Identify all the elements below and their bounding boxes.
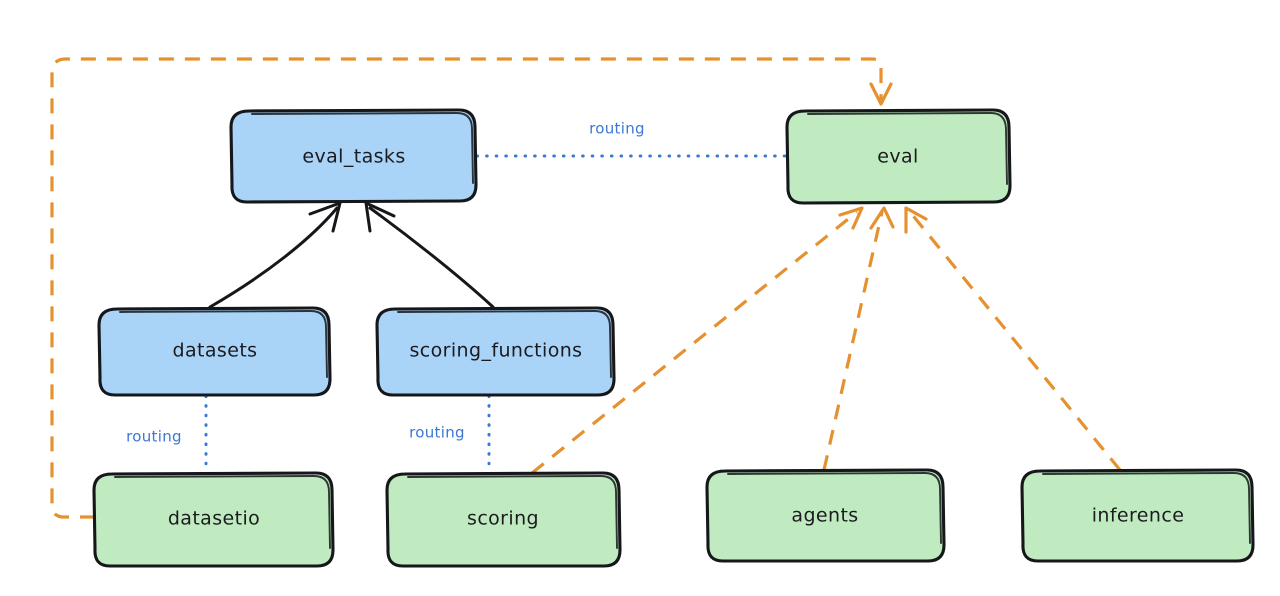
edge-inference-eval	[904, 206, 1122, 472]
node-inference[interactable]: inference	[1020, 468, 1255, 563]
node-label-inference: inference	[1092, 505, 1185, 527]
node-scoring_functions[interactable]: scoring_functions	[375, 306, 616, 397]
node-label-eval_tasks: eval_tasks	[302, 146, 405, 168]
edge-scoring-eval	[530, 206, 864, 475]
edge-scoring_functions-eval_tasks	[364, 201, 495, 309]
edge-datasets-datasetio: routing	[126, 394, 208, 473]
node-label-scoring_functions: scoring_functions	[410, 340, 583, 362]
node-label-eval: eval	[877, 146, 918, 168]
edge-eval_tasks-eval: routing	[475, 120, 788, 158]
edge-label-routing-scoring: routing	[409, 424, 465, 442]
node-label-scoring: scoring	[467, 508, 539, 530]
edge-datasetio-eval	[50, 57, 893, 519]
node-eval[interactable]: eval	[785, 108, 1012, 205]
node-scoring[interactable]: scoring	[385, 471, 622, 568]
node-datasetio[interactable]: datasetio	[92, 471, 335, 568]
node-eval_tasks[interactable]: eval_tasks	[229, 108, 478, 204]
edge-datasets-eval_tasks	[208, 201, 342, 309]
edge-scoring_functions-scoring: routing	[409, 394, 491, 473]
node-datasets[interactable]: datasets	[97, 306, 332, 397]
node-agents[interactable]: agents	[705, 468, 946, 563]
node-label-datasets: datasets	[173, 340, 258, 362]
edge-label-routing-eval: routing	[589, 120, 645, 138]
edge-agents-eval	[822, 206, 895, 471]
edge-label-routing-datasetio: routing	[126, 428, 182, 446]
node-label-agents: agents	[791, 505, 858, 527]
node-label-datasetio: datasetio	[168, 508, 260, 530]
